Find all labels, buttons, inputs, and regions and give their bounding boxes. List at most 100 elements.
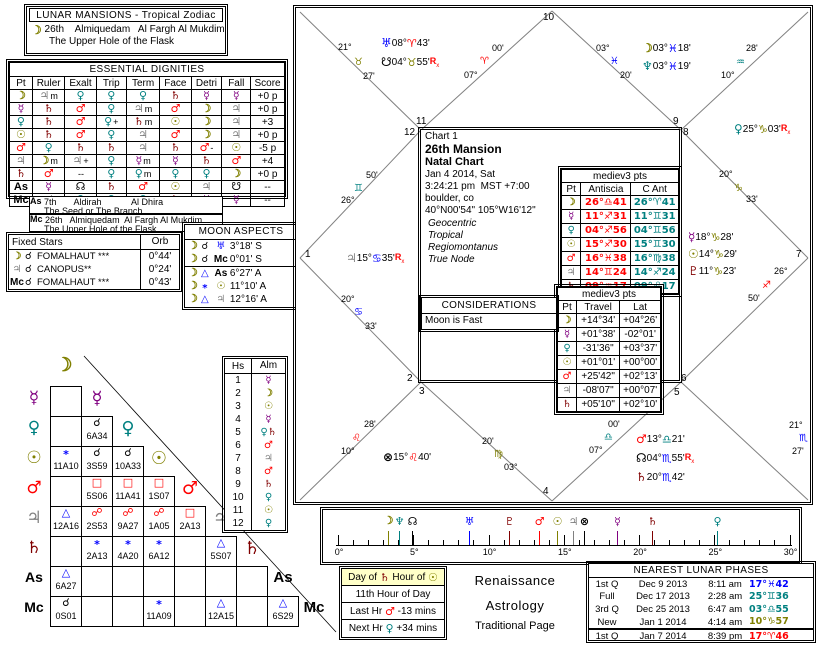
contra-antiscia-cell: 14°♐24 <box>630 265 679 280</box>
saturn-glyph: ♄ <box>106 180 117 193</box>
point-cell: Mc <box>9 277 25 288</box>
aspect-orb-value: 2A13 <box>86 551 108 561</box>
phase-position: 17°♈46 <box>749 630 789 642</box>
aspect-orb-value: 6A27 <box>55 581 77 591</box>
point-cell: ♄ <box>9 167 33 181</box>
moon-glyph: ☽ <box>188 240 198 252</box>
degree-text: 08° <box>391 37 407 49</box>
minutes-text: 19' <box>677 60 691 72</box>
almuten-cell: ♂ <box>251 465 285 478</box>
ruler-planet-stem <box>509 531 510 545</box>
dignity-cell: ♄ <box>95 180 127 194</box>
cusp-6-sign: ♏ <box>799 433 808 444</box>
moon-glyph: ☽ <box>383 515 394 527</box>
saturn-glyph: ♄ <box>170 89 181 102</box>
aspect-glyph-wrap: * <box>82 537 112 551</box>
venus-glyph: ♀ <box>385 621 394 635</box>
score-cell: +0 p <box>250 102 285 116</box>
jupiter-glyph: ♃ <box>12 264 22 275</box>
table-row: 9♄ <box>225 478 285 491</box>
table-row: 2☽ <box>225 387 285 400</box>
latitude-cell: +02°10' <box>619 397 661 412</box>
dignity-cell: ♀ <box>95 128 127 142</box>
jupiter-glyph: ♃ <box>568 515 579 528</box>
aspect-glyph-wrap: ☍ <box>113 507 143 521</box>
wheel-planet-moon: ☽ 03°♓18' <box>642 41 691 55</box>
dignity-cell: ♂ <box>64 128 97 142</box>
asc-glyph: As <box>273 569 293 586</box>
phase-name: Full <box>599 591 615 603</box>
travel-cell: +05'10" <box>576 397 621 412</box>
label: m <box>143 156 151 166</box>
mars-glyph: ♂ <box>170 128 181 141</box>
cusp-10-sign: ♓ <box>610 56 619 67</box>
almuten-cell: ♂ <box>251 439 285 452</box>
dignity-cell: -- <box>64 167 97 181</box>
cusp-6-degree: 27' <box>792 446 804 456</box>
aspect-grid-cell: □2A13 <box>174 506 206 537</box>
jupiter-glyph: ♃ <box>138 141 149 154</box>
house-number: 3 <box>419 386 425 397</box>
house-cell: 2 <box>235 388 241 399</box>
jupiter-glyph: ♃ <box>562 385 572 396</box>
ruler-tick <box>684 540 686 545</box>
degree-text: 04° <box>646 452 662 464</box>
aspect-grid-cell: ☍2S53 <box>81 506 113 537</box>
sext-glyph: * <box>156 538 162 551</box>
cusp-4-degree: 03° <box>504 462 518 472</box>
column-header: Fall <box>221 76 252 90</box>
aspect-grid-cell: ☍1A05 <box>143 506 175 537</box>
aspect-grid-cell: *11A10 <box>50 446 82 477</box>
mars-glyph: ♂ <box>562 371 572 382</box>
grid-diagonal-glyph: ☿ <box>81 390 113 408</box>
ruler-tick <box>593 540 595 545</box>
retrograde-flag: Rx <box>430 56 440 69</box>
venus-glyph: ♀ <box>107 89 116 102</box>
ruler-tick-label: 20° <box>633 547 647 557</box>
aspect-value: 3°18' S <box>229 241 262 252</box>
point-cell: ♃ <box>560 265 582 280</box>
orb-header: Orb <box>140 235 179 249</box>
aspect-glyph-wrap: △ <box>51 507 81 521</box>
minutes-text: 55' <box>671 452 685 464</box>
mansion-text: 26th Almiquedam Al Fargh Al Mukdim <box>41 24 225 35</box>
sun-glyph: ☉ <box>170 115 181 128</box>
wheel-planet-neptune: ♆ 03°♓19' <box>642 59 691 73</box>
aspect-cell: ☌ <box>25 264 37 275</box>
almuten-cell: ♀♄ <box>251 426 285 439</box>
moon-glyph: ☽ <box>231 167 242 180</box>
dignity-cell: ♃+ <box>64 154 97 168</box>
wheel-planet-saturn: ♄ 20°♏42' <box>636 470 685 484</box>
dignity-cell: ☿m <box>125 154 161 168</box>
mercury-glyph: ☿ <box>203 89 210 102</box>
cusp-7-sign: ♐ <box>762 280 771 291</box>
grid-row-glyph: Mc <box>20 600 48 615</box>
cusp-1-degree: 50' <box>366 170 378 180</box>
aspect-orb-value: 9A27 <box>117 521 139 531</box>
table-row: 4☿ <box>225 413 285 426</box>
table-row: ♄+05'10"+02°10' <box>556 397 661 412</box>
dignity-cell: ♂ <box>159 102 192 116</box>
ruler-tick <box>714 535 716 545</box>
dignity-cell: ♂ <box>64 102 97 116</box>
dignity-cell: ♀ <box>95 167 127 181</box>
latitude-cell: -02°01' <box>619 327 661 342</box>
moon-glyph: ☽ <box>642 41 653 55</box>
latitude-cell: +03°37' <box>619 341 661 356</box>
minutes-text: 55' <box>416 56 430 68</box>
dignity-cell: ♀ <box>95 154 127 168</box>
cusp-11-degree: 07° <box>464 70 478 80</box>
moon-glyph: ☽ <box>562 315 572 326</box>
moon-glyph: ☽ <box>264 388 273 399</box>
travel-cell: -31'36" <box>576 341 621 356</box>
ruler-planet: ⊗ <box>578 516 591 528</box>
wheel-planet-uranus: ♅ 08°♈43' <box>381 36 430 50</box>
moon-glyph: ☽ <box>188 293 198 305</box>
antiscia-cell: 11°♐31 <box>580 209 632 224</box>
table-row: ♃☽m♃+♀☿m☿♄♂+4 <box>9 154 285 168</box>
saturn-glyph: ♄ <box>170 141 181 154</box>
aspect-grid-cell: △6A27 <box>50 566 82 597</box>
aspect-orb-value: 6A34 <box>86 431 108 441</box>
